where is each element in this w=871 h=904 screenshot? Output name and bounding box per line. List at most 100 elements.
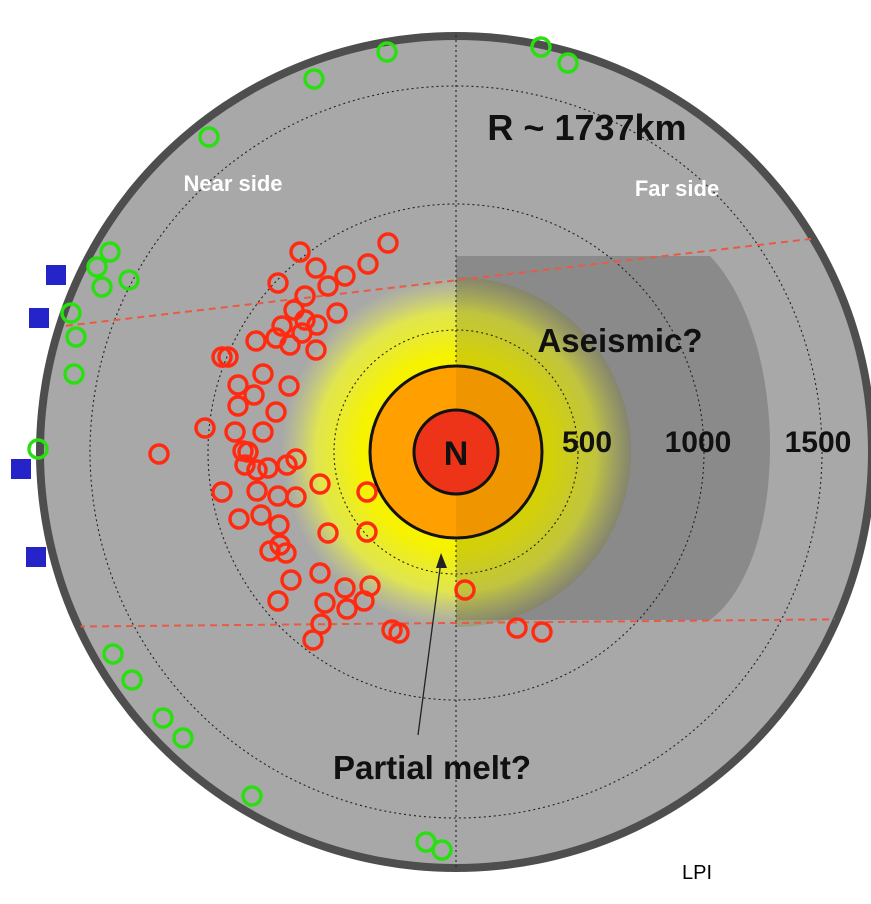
seismic-station-marker: [26, 547, 46, 567]
deep-quake-marker: [285, 486, 307, 508]
partial-melt-arrowhead: [436, 553, 447, 568]
deep-quake-marker: [148, 443, 170, 465]
deep-quake-marker: [211, 481, 233, 503]
deep-quake-marker: [232, 440, 254, 462]
core-label: N: [444, 435, 469, 473]
seismic-station-marker: [29, 308, 49, 328]
shallow-quake-marker: [60, 302, 82, 324]
title-label: R ~ 1737km: [487, 107, 686, 148]
deep-quake-marker: [217, 346, 239, 368]
deep-quake-marker: [224, 421, 246, 443]
deep-quake-marker: [194, 417, 216, 439]
shallow-quake-marker: [121, 669, 143, 691]
deep-quake-marker: [336, 598, 358, 620]
deep-quake-marker: [252, 363, 274, 385]
deep-quake-marker: [357, 253, 379, 275]
inner-core: [412, 408, 500, 496]
far-side-label: Far side: [635, 176, 719, 201]
credit-label: LPI: [682, 862, 713, 884]
shallow-quake-marker: [102, 643, 124, 665]
boundary-lines: [42, 231, 870, 628]
deep-quake-marker: [289, 241, 311, 263]
shallow-quake-marker: [530, 36, 552, 58]
shallow-quake-marker: [376, 41, 398, 63]
deep-quake-marker: [388, 622, 410, 644]
shallow-quake-marker: [118, 269, 140, 291]
radius-label-1500: 1500: [785, 426, 852, 459]
shallow-moonquakes: [27, 36, 579, 861]
deep-quake-marker: [356, 521, 378, 543]
shallow-quake-marker: [241, 785, 263, 807]
deep-quake-marker: [245, 330, 267, 352]
deep-quake-marker: [326, 302, 348, 324]
shallow-quake-marker: [86, 256, 108, 278]
shallow-quake-marker: [99, 241, 121, 263]
deep-quake-marker: [334, 265, 356, 287]
aseismic-label: Aseismic?: [537, 322, 702, 359]
shallow-quake-marker: [172, 727, 194, 749]
lower-boundary-line: [42, 618, 870, 628]
deep-quake-marker: [243, 384, 265, 406]
deep-quake-marker: [317, 522, 339, 544]
deep-quake-marker: [305, 257, 327, 279]
deep-quake-marker: [353, 590, 375, 612]
deep-quake-marker: [314, 592, 336, 614]
shallow-quake-marker: [303, 68, 325, 90]
near-side-label: Near side: [183, 171, 282, 196]
deep-quake-marker: [356, 481, 378, 503]
ring-1000: [207, 203, 705, 701]
deep-quake-marker: [317, 275, 339, 297]
deep-quake-marker: [228, 508, 250, 530]
deep-quake-marker: [252, 421, 274, 443]
deep-quake-marker: [267, 272, 289, 294]
deep-quake-marker: [267, 590, 289, 612]
shallow-quake-marker: [198, 126, 220, 148]
ring-500: [333, 329, 579, 575]
deep-quake-marker: [302, 629, 324, 651]
deep-quake-marker: [250, 504, 272, 526]
deep-quake-marker: [506, 617, 528, 639]
deep-moonquakes: [148, 232, 553, 651]
deep-quake-marker: [294, 309, 316, 331]
shallow-quake-marker: [557, 52, 579, 74]
partial-melt-arrow: [417, 560, 442, 736]
shallow-quake-marker: [91, 276, 113, 298]
deep-quake-marker: [454, 579, 476, 601]
ring-1500: [89, 85, 823, 819]
deep-quake-marker: [269, 534, 291, 556]
deep-quake-marker: [306, 314, 328, 336]
deep-quake-marker: [227, 395, 249, 417]
radius-rings: [89, 85, 823, 819]
shallow-quake-marker: [63, 363, 85, 385]
radius-label-500: 500: [562, 426, 612, 459]
deep-quake-marker: [246, 459, 268, 481]
deep-quake-marker: [234, 454, 256, 476]
shallow-quake-marker: [431, 839, 453, 861]
deep-quake-marker: [265, 401, 287, 423]
deep-quake-marker: [531, 621, 553, 643]
seismic-station-marker: [11, 459, 31, 479]
partial-melt-label: Partial melt?: [333, 749, 531, 786]
deep-quake-marker: [271, 315, 293, 337]
seismic-stations: [11, 265, 66, 567]
deep-quake-marker: [211, 346, 233, 368]
deep-quake-marker: [279, 334, 301, 356]
deep-quake-marker: [276, 454, 298, 476]
deep-quake-marker: [309, 473, 331, 495]
deep-quake-marker: [377, 232, 399, 254]
deep-quake-marker: [309, 562, 331, 584]
shallow-quake-marker: [152, 707, 174, 729]
deep-quake-marker: [246, 480, 268, 502]
deep-quake-marker: [305, 339, 327, 361]
seismic-station-marker: [46, 265, 66, 285]
shallow-quake-marker: [27, 438, 49, 460]
deep-quake-marker: [227, 374, 249, 396]
deep-quake-marker: [280, 569, 302, 591]
radius-label-1000: 1000: [665, 426, 732, 459]
deep-quake-marker: [294, 285, 316, 307]
deep-quake-marker: [278, 375, 300, 397]
deep-quake-marker: [334, 577, 356, 599]
shallow-quake-marker: [65, 326, 87, 348]
upper-boundary-line: [42, 231, 870, 331]
